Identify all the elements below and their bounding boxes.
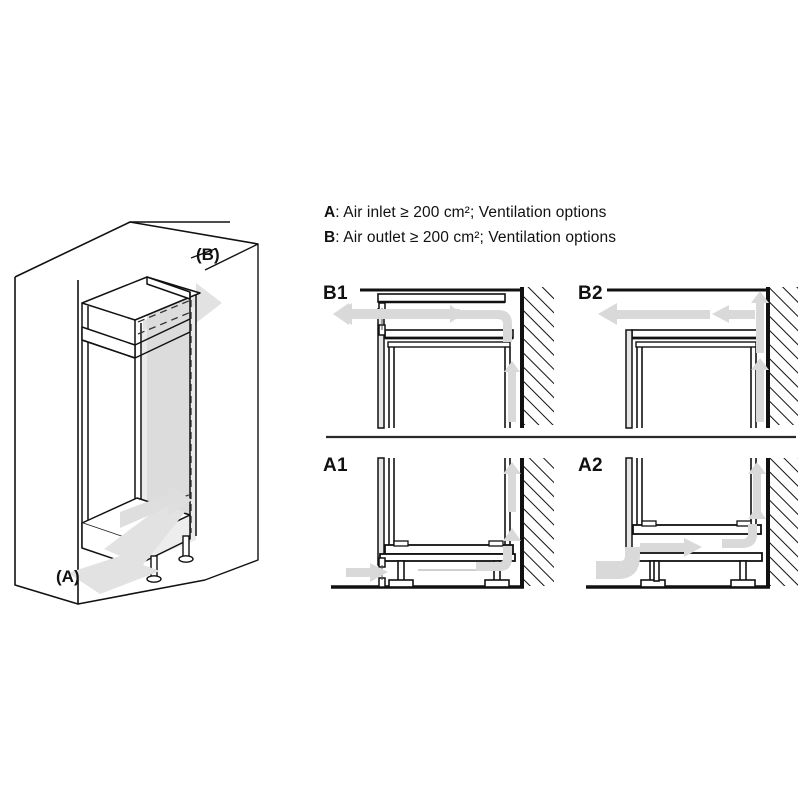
panel-a1-arrows <box>346 462 521 582</box>
panel-a1-plinth-shelf <box>379 553 516 562</box>
panel-a2-front-fascia <box>625 457 633 557</box>
panel-b2-appliance-top <box>631 329 761 348</box>
panel-a2-support-legs <box>640 560 756 588</box>
panel-label-b2: B2 <box>578 283 603 304</box>
panel-a2 <box>586 457 798 589</box>
legend-row-outlet: B: Air outlet ≥ 200 cm²; Ventilation opt… <box>324 225 744 250</box>
legend-text-a: : Air inlet ≥ 200 cm²; Ventilation optio… <box>335 204 607 221</box>
panel-a1 <box>331 457 554 589</box>
cabinet-upper-rail-top <box>134 318 191 346</box>
panel-a1-appliance-base <box>384 540 514 555</box>
room-wall-right <box>204 243 259 581</box>
panel-b1-appliance-top <box>384 329 514 348</box>
legend-key-a: A <box>324 204 336 221</box>
panel-b2-arrows <box>598 291 769 422</box>
room-wall-left <box>14 277 79 605</box>
panel-b1 <box>333 287 554 429</box>
panel-a2-wall <box>766 458 798 586</box>
cabinet-shelf-front <box>81 339 136 359</box>
isometric-leader-lines <box>190 248 216 259</box>
isometric-view <box>14 221 259 605</box>
isometric-label-inlet: (A) <box>56 567 80 586</box>
panel-b2-wall <box>766 287 798 428</box>
panel-b1-wall <box>520 287 554 428</box>
panel-b2-front-fascia <box>625 329 633 429</box>
panel-b1-upper-shelf <box>377 293 506 304</box>
legend-row-inlet: A: Air inlet ≥ 200 cm²; Ventilation opti… <box>324 200 744 225</box>
foot-front-right-post <box>150 555 158 579</box>
foot-rear-right-pad <box>178 555 194 563</box>
isometric-label-outlet: (B) <box>196 245 220 264</box>
foot-rear-right-post <box>182 535 190 559</box>
cabinet-upper-rail-bottom <box>134 331 191 359</box>
panel-a2-appliance-body <box>636 458 757 525</box>
panel-label-b1: B1 <box>323 283 348 304</box>
legend-text-b: : Air outlet ≥ 200 cm²; Ventilation opti… <box>335 229 617 246</box>
legend-key-b: B <box>324 229 336 246</box>
cabinet-feet <box>146 535 194 583</box>
leader-outlet <box>190 248 216 259</box>
panel-a2-arrows <box>596 462 766 579</box>
panel-b2 <box>598 287 798 429</box>
foot-front-right-pad <box>146 575 162 583</box>
panel-b1-arrows <box>333 303 520 422</box>
room-ceiling-edge <box>129 221 259 245</box>
airflow-arrow-inlet-iso <box>68 485 192 594</box>
hidden-edge-top-2 <box>137 311 192 335</box>
panel-a2-plinth-shelf <box>635 552 763 562</box>
panel-b2-appliance-body <box>636 347 757 428</box>
panel-label-a2: A2 <box>578 455 603 476</box>
legend: A: Air inlet ≥ 200 cm²; Ventilation opti… <box>324 200 744 250</box>
panel-label-a1: A1 <box>323 455 348 476</box>
room-walls <box>14 221 259 605</box>
cabinet-side-panel <box>147 295 190 551</box>
hidden-edge-top <box>137 299 192 323</box>
panel-a1-wall <box>520 458 554 586</box>
panel-a2-appliance-base <box>632 520 762 535</box>
panel-a1-front-fascia <box>377 457 385 566</box>
room-floor-edge <box>77 579 206 605</box>
panel-a1-appliance-body <box>388 458 511 545</box>
panel-b1-appliance-body <box>388 347 511 428</box>
